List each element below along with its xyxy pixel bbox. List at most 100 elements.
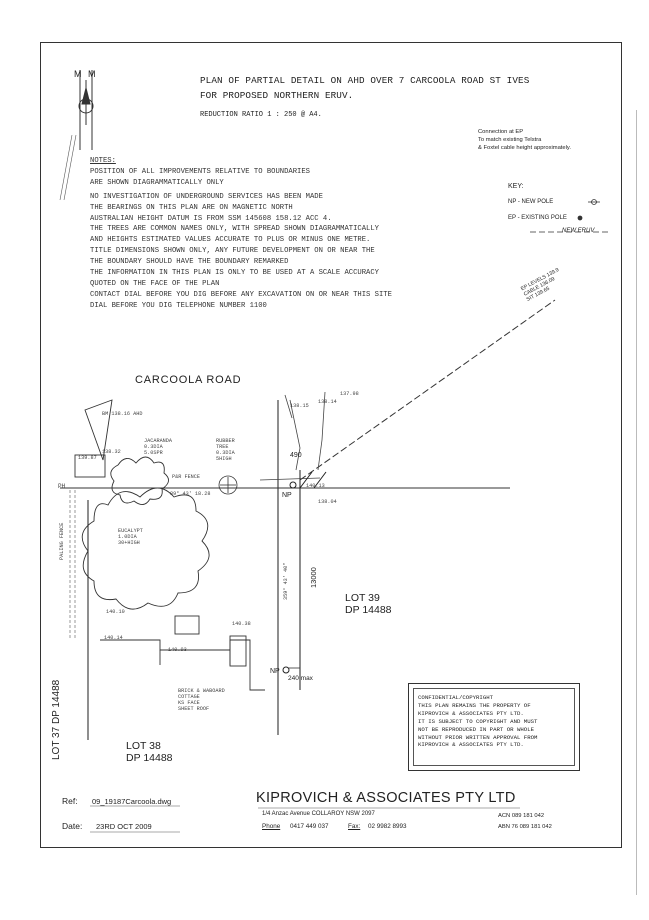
small-structure: [74, 454, 106, 478]
abn: ABN 76 089 181 042: [498, 824, 552, 830]
eucalypt-dia: 1.0DIA: [118, 534, 137, 540]
cottage-face: KS FACE: [178, 700, 200, 706]
copyright-line: KIPROVICH & ASSOCIATES PTY LTD.: [418, 741, 524, 749]
copyright-text: CONFIDENTIAL/COPYRIGHT THIS PLAN REMAINS…: [418, 694, 537, 749]
spot-level: 140.10: [106, 609, 125, 615]
rubber-tree-label: RUBBER TREE 0.3DIA 5HIGH: [216, 438, 235, 462]
ref-value: 09_19187Carcoola.dwg: [92, 797, 172, 806]
notes-line: THE BOUNDARY SHOULD HAVE THE BOUNDARY RE…: [90, 258, 289, 267]
lot38-lot: LOT 38: [126, 740, 161, 752]
connection-note-line: Connection at EP: [478, 129, 524, 135]
date-label: Date:: [62, 821, 83, 831]
acn: ACN 089 181 042: [498, 813, 545, 819]
notes-line: TITLE DIMENSIONS SHOWN ONLY, ANY FUTURE …: [90, 247, 375, 256]
notes-line: ARE SHOWN DIAGRAMMATICALLY ONLY: [90, 178, 224, 187]
notes-line: NO INVESTIGATION OF UNDERGROUND SERVICES…: [90, 192, 323, 201]
cottage-roof: SHEET ROOF: [178, 706, 210, 712]
lot39-label: LOT 39 DP 14488: [345, 592, 392, 616]
firm-name: KIPROVICH & ASSOCIATES PTY LTD: [256, 790, 516, 806]
bench-mark: BM 138.16 AHD: [102, 411, 143, 417]
lot38-label: LOT 38 DP 14488: [126, 740, 173, 764]
spot-level: 140.13: [306, 483, 325, 489]
copyright-box-inner: [413, 688, 575, 766]
new-pole-top: [289, 481, 297, 489]
north-label-left: M: [74, 69, 82, 79]
plan-sheet: [40, 42, 622, 848]
spot-level: 138.32: [102, 449, 121, 455]
phone-label: Phone: [262, 823, 281, 830]
rubber-tree-height: 5HIGH: [216, 456, 232, 462]
copyright-line: THIS PLAN REMAINS THE PROPERTY OF: [418, 701, 531, 709]
spot-level: 139.87: [78, 455, 97, 461]
rubber-tree-circle: [218, 475, 238, 495]
key-existing-pole: EP - EXISTING POLE: [508, 215, 567, 221]
key-eruv: NEW ERUV: [562, 228, 595, 234]
plan-title-line1: PLAN OF PARTIAL DETAIL ON AHD OVER 7 CAR…: [200, 75, 530, 86]
notes-line: AND HEIGHTS ESTIMATED VALUES ACCURATE TO…: [90, 236, 371, 245]
bearing-front: 89° 43' 18.28: [170, 491, 211, 497]
firm-address: 1/4 Anzac Avenue COLLAROY NSW 2097: [262, 811, 375, 817]
rubber-tree-dia: 0.3DIA: [216, 450, 235, 456]
rubber-tree-name2: TREE: [216, 444, 229, 450]
cottage-construction: BRICK & WABOARD: [178, 688, 225, 694]
bearing-side: 359° 43' 40": [283, 562, 289, 600]
dim-490: 490: [290, 452, 302, 459]
spot-level: 140.38: [232, 621, 251, 627]
lot39-lot: LOT 39: [345, 592, 380, 604]
jacaranda-spread: 5.0SPR: [144, 450, 163, 456]
spot-level: 138.04: [318, 499, 337, 505]
paling-fence-label: PALING FENCE: [59, 522, 65, 560]
new-pole-bottom: [282, 666, 290, 674]
copyright-line: WITHOUT PRIOR WRITTEN APPROVAL FROM: [418, 733, 538, 741]
jacaranda-canopy: [110, 456, 169, 505]
spot-level: 138.14: [318, 399, 337, 405]
notes-line: THE INFORMATION IN THIS PLAN IS ONLY TO …: [90, 269, 379, 278]
spot-level: 140.93: [168, 647, 187, 653]
date-value: 23RD OCT 2009: [96, 822, 152, 831]
pbr-fence-label: P&R FENCE: [172, 474, 201, 480]
key-new-pole: NP - NEW POLE: [508, 199, 554, 205]
spot-level: 140.14: [104, 635, 123, 641]
np-label-bottom: NP: [270, 668, 280, 675]
notes-line: AUSTRALIAN HEIGHT DATUM IS FROM SSM 1456…: [90, 214, 332, 223]
copyright-line: KIPROVICH & ASSOCIATES PTY LTD.: [418, 709, 524, 717]
notes-line: DIAL BEFORE YOU DIG TELEPHONE NUMBER 110…: [90, 301, 267, 310]
reduction-ratio: REDUCTION RATIO 1 : 250 @ A4.: [200, 111, 322, 119]
phone-number: 0417 449 037: [290, 823, 329, 830]
eucalypt-label: EUCALYPT 1.0DIA 30+HIGH: [118, 528, 143, 546]
key-heading: KEY:: [508, 183, 524, 190]
eucalypt-canopy: [81, 487, 210, 610]
eucalypt-height: 30+HIGH: [118, 540, 140, 546]
notes-heading: NOTES:: [90, 157, 116, 165]
rubber-tree-name1: RUBBER: [216, 438, 235, 444]
north-label-right: M: [88, 69, 96, 79]
scan-margin-line: [636, 110, 637, 895]
np-label-top: NP: [282, 492, 292, 499]
notes-line: CONTACT DIAL BEFORE YOU DIG BEFORE ANY E…: [90, 290, 392, 299]
jacaranda-dia: 0.3DIA: [144, 444, 163, 450]
dim-13000: 13000: [309, 567, 318, 588]
cottage-label: BRICK & WABOARD COTTAGE KS FACE SHEET RO…: [178, 688, 225, 712]
notes-line: THE TREES ARE COMMON NAMES ONLY, WITH SP…: [90, 225, 379, 234]
connection-note: Connection at EP To match existing Telst…: [478, 128, 571, 153]
copyright-line: NOT BE REPRODUCED IN PART OR WHOLE: [418, 725, 535, 733]
lot37-label: LOT 37 DP 14488: [51, 679, 62, 760]
lot38-dp: DP 14488: [126, 752, 173, 764]
jacaranda-name: JACARANDA: [144, 438, 173, 444]
notes-line: POSITION OF ALL IMPROVEMENTS RELATIVE TO…: [90, 167, 310, 176]
notes-line: THE BEARINGS ON THIS PLAN ARE ON MAGNETI…: [90, 203, 293, 212]
notes-block: NOTES: POSITION OF ALL IMPROVEMENTS RELA…: [90, 156, 392, 312]
dim-240: 240 max: [288, 675, 313, 682]
fax-number: 02 9982 8993: [368, 823, 407, 830]
cottage-type: COTTAGE: [178, 694, 200, 700]
ref-label: Ref:: [62, 796, 78, 806]
jacaranda-label: JACARANDA 0.3DIA 5.0SPR: [144, 438, 172, 456]
fax-label: Fax:: [348, 823, 361, 830]
plan-title-line2: FOR PROPOSED NORTHERN ERUV.: [200, 90, 354, 101]
copyright-box: CONFIDENTIAL/COPYRIGHT THIS PLAN REMAINS…: [408, 683, 580, 771]
connection-note-line: To match existing Telstra: [478, 137, 542, 144]
copyright-line: IT IS SUBJECT TO COPYRIGHT AND MUST: [418, 717, 538, 725]
notes-line: QUOTED ON THE FACE OF THE PLAN: [90, 279, 220, 288]
spot-level: 138.15: [290, 403, 309, 409]
